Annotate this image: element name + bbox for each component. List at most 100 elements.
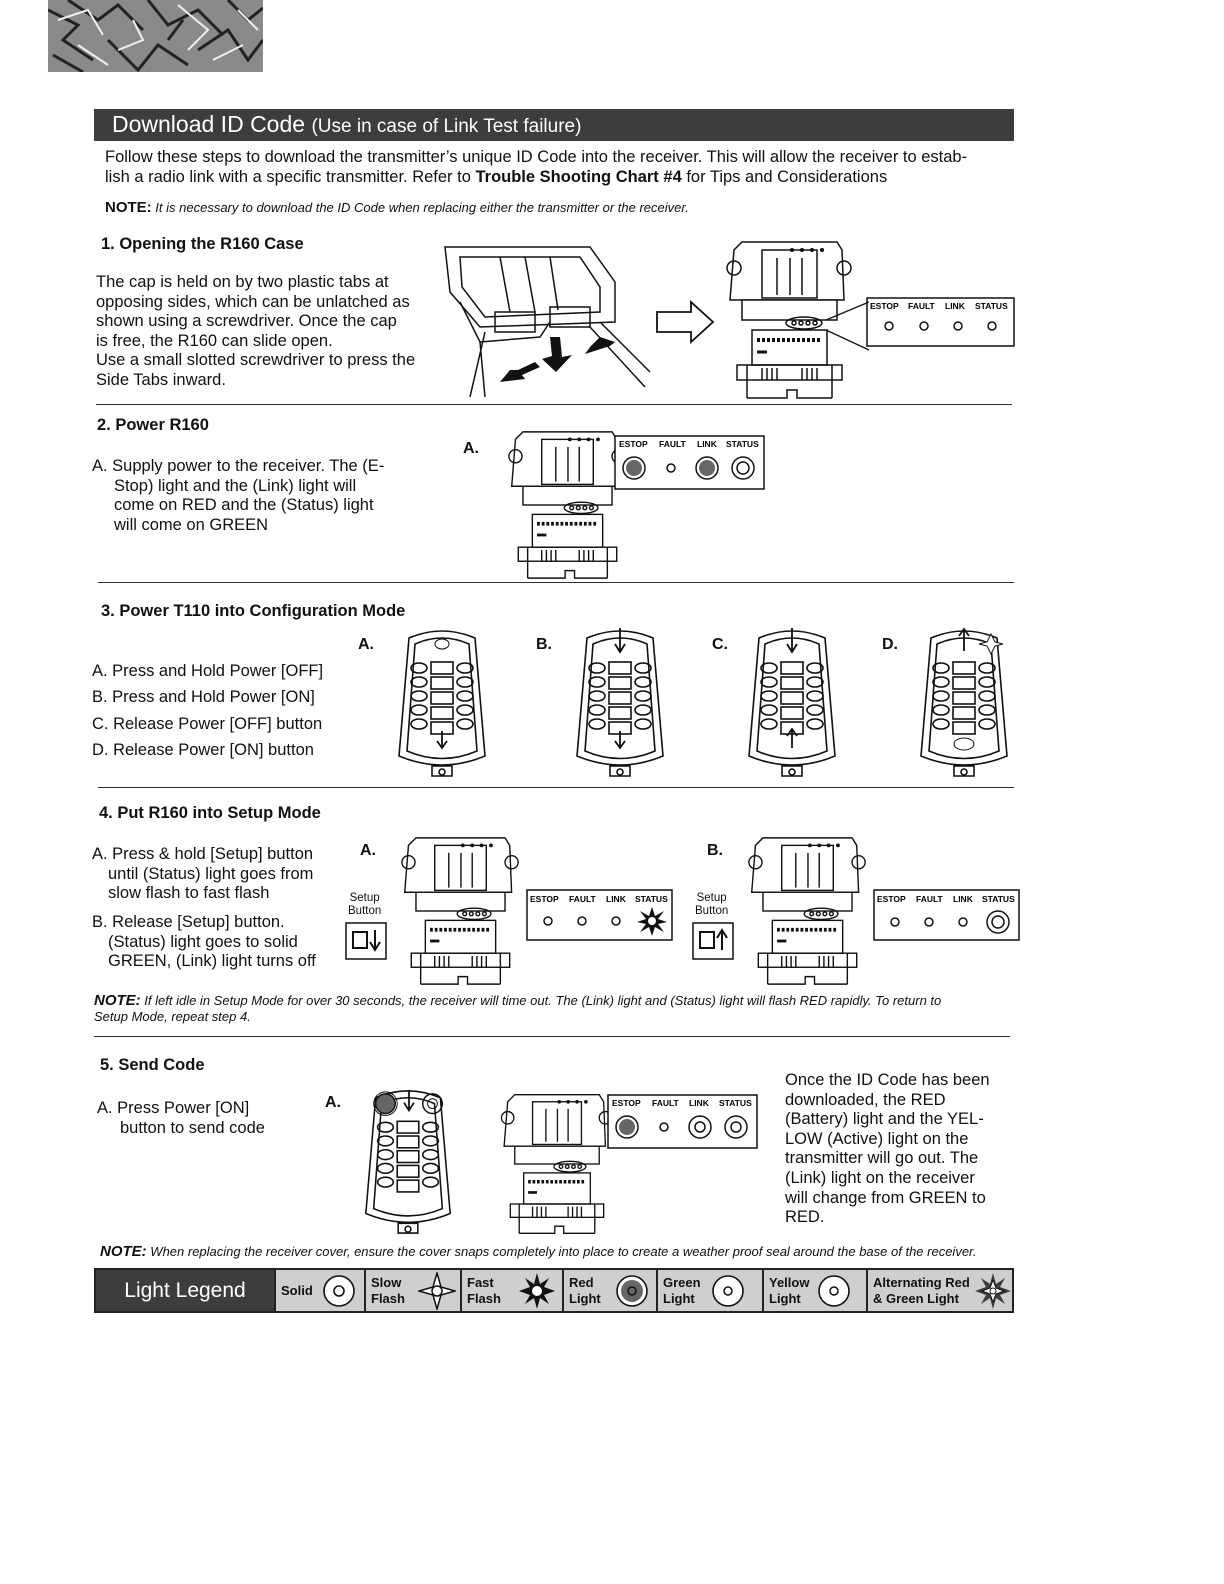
status-panel-step5: ESTOP FAULT LINK STATUS xyxy=(607,1094,759,1155)
legend-item-solid: Solid xyxy=(276,1270,366,1311)
svg-text:STATUS: STATUS xyxy=(726,439,759,449)
svg-text:LINK: LINK xyxy=(689,1098,710,1108)
svg-text:ESTOP: ESTOP xyxy=(619,439,648,449)
t110-transmitter-d xyxy=(920,627,1008,777)
svg-text:ESTOP: ESTOP xyxy=(530,894,559,904)
intro-note: NOTE: It is necessary to download the ID… xyxy=(105,199,689,216)
label-a: A. xyxy=(360,842,376,859)
status-panel-step4a: ESTOP FAULT LINK STATUS xyxy=(526,889,674,948)
step3-heading: 3. Power T110 into Configuration Mode xyxy=(101,602,406,620)
r160-receiver-step4a xyxy=(400,836,521,986)
alternating-light-icon xyxy=(975,1273,1011,1309)
light-legend-title: Light Legend xyxy=(96,1270,276,1311)
divider xyxy=(98,787,1014,788)
t110-transmitter-c xyxy=(748,628,836,777)
svg-text:ESTOP: ESTOP xyxy=(870,301,899,311)
trouble-shooting-reference: Trouble Shooting Chart #4 xyxy=(475,167,682,186)
label-a: A. xyxy=(358,636,374,653)
step1-text: The cap is held on by two plastic tabs a… xyxy=(96,273,416,389)
status-light-green xyxy=(991,915,1005,929)
setup-button-press-icon xyxy=(345,922,387,960)
step4-heading: 4. Put R160 into Setup Mode xyxy=(99,804,321,822)
green-light-icon xyxy=(712,1275,744,1307)
svg-text:FAULT: FAULT xyxy=(652,1098,680,1108)
r160-receiver-step5 xyxy=(499,1092,614,1236)
status-panel-step2: ESTOP FAULT LINK STATUS xyxy=(614,435,766,496)
step5-text-a: A. Press Power [ON]button to send code xyxy=(97,1099,265,1137)
label-b: B. xyxy=(536,636,552,653)
estop-light xyxy=(884,321,894,331)
label-a: A. xyxy=(463,440,479,457)
status-panel-step1: ESTOP FAULT LINK STATUS xyxy=(866,297,1016,354)
intro-paragraph: Follow these steps to download the trans… xyxy=(105,148,1015,187)
right-arrow-icon xyxy=(656,300,715,344)
step4-note: NOTE: If left idle in Setup Mode for ove… xyxy=(94,992,942,1025)
step2-heading: 2. Power R160 xyxy=(97,416,209,434)
r160-receiver-step4b xyxy=(747,836,868,986)
setup-button-release-icon xyxy=(692,922,734,960)
svg-text:ESTOP: ESTOP xyxy=(612,1098,641,1108)
link-light xyxy=(953,321,963,331)
link-light-red xyxy=(699,460,715,476)
svg-text:STATUS: STATUS xyxy=(982,894,1015,904)
label-c: C. xyxy=(712,636,728,653)
svg-text:FAULT: FAULT xyxy=(916,894,944,904)
status-panel-step4b: ESTOP FAULT LINK STATUS xyxy=(873,889,1021,948)
solid-light-icon xyxy=(323,1275,355,1307)
label-b: B. xyxy=(707,842,723,859)
section-banner: Download ID Code (Use in case of Link Te… xyxy=(94,109,1014,141)
divider xyxy=(98,582,1014,583)
svg-text:STATUS: STATUS xyxy=(975,301,1008,311)
svg-text:STATUS: STATUS xyxy=(719,1098,752,1108)
banner-subtitle: (Use in case of Link Test failure) xyxy=(311,116,582,137)
red-light-icon xyxy=(616,1275,648,1307)
divider xyxy=(96,404,1012,405)
svg-text:LINK: LINK xyxy=(697,439,718,449)
svg-text:LINK: LINK xyxy=(945,301,966,311)
yellow-light-icon xyxy=(818,1275,850,1307)
svg-text:FAULT: FAULT xyxy=(659,439,687,449)
step2-text: A. Supply power to the receiver. The (E-… xyxy=(92,457,385,534)
svg-text:STATUS: STATUS xyxy=(635,894,668,904)
fast-flash-icon xyxy=(519,1273,555,1309)
svg-text:LINK: LINK xyxy=(606,894,627,904)
step5-heading: 5. Send Code xyxy=(100,1056,205,1074)
intro-line-1: Follow these steps to download the trans… xyxy=(105,148,968,166)
header-texture-image xyxy=(48,0,263,72)
divider xyxy=(94,1036,1010,1037)
label-a: A. xyxy=(325,1094,341,1111)
status-light-green xyxy=(736,461,750,475)
status-light xyxy=(987,321,997,331)
svg-text:FAULT: FAULT xyxy=(569,894,597,904)
t110-transmitter-send-code xyxy=(365,1089,451,1234)
step5-note: NOTE: When replacing the receiver cover,… xyxy=(100,1243,977,1260)
legend-item-alternating-light: Alternating Red& Green Light xyxy=(868,1270,1012,1311)
t110-transmitter-a xyxy=(398,630,486,777)
callout-line xyxy=(825,301,870,351)
r160-case-opening-illustration xyxy=(444,246,651,398)
label-d: D. xyxy=(882,636,898,653)
estop-light-red xyxy=(626,460,642,476)
step1-heading: 1. Opening the R160 Case xyxy=(101,235,304,253)
svg-text:LINK: LINK xyxy=(953,894,974,904)
t110-transmitter-b xyxy=(576,628,664,777)
fault-light xyxy=(666,463,676,473)
fault-light xyxy=(919,321,929,331)
banner-title: Download ID Code xyxy=(112,111,306,137)
svg-text:FAULT: FAULT xyxy=(908,301,936,311)
step4-text-b: B. Release [Setup] button.(Status) light… xyxy=(92,913,316,971)
step3-list: A. Press and Hold Power [OFF]B. Press an… xyxy=(92,662,324,759)
svg-text:ESTOP: ESTOP xyxy=(877,894,906,904)
slow-flash-icon xyxy=(418,1272,456,1310)
intro-line-2: lish a radio link with a specific transm… xyxy=(105,167,888,186)
